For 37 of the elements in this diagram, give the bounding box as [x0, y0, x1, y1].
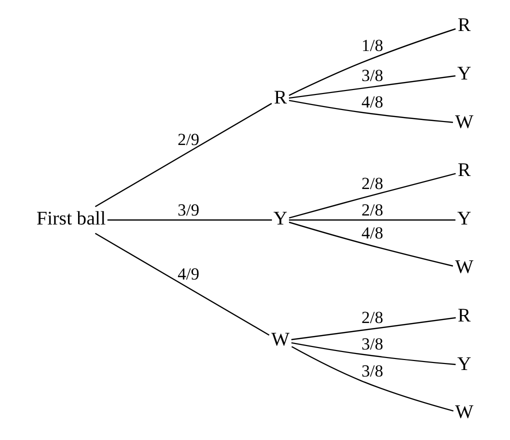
- edge-label: 1/8: [362, 36, 384, 55]
- edge-label: 4/8: [362, 223, 384, 242]
- node-text: R: [458, 305, 471, 326]
- edge-label: 4/9: [178, 264, 200, 284]
- connector: [288, 75, 456, 99]
- connector: [94, 102, 272, 208]
- connector: [291, 342, 456, 366]
- node-text: W: [455, 256, 474, 278]
- connector: [107, 219, 272, 221]
- edge-label: 3/9: [178, 200, 200, 220]
- node-text: R: [458, 15, 471, 36]
- node-text: First ball: [36, 208, 106, 230]
- connector: [288, 222, 454, 267]
- edge-label: 2/8: [362, 174, 384, 193]
- node-text: W: [455, 112, 474, 133]
- connector: [94, 232, 270, 336]
- edge-label: 4/8: [362, 92, 384, 112]
- node-text: W: [455, 402, 474, 424]
- connector: [291, 317, 456, 340]
- node-text: R: [274, 88, 287, 109]
- node-text: W: [271, 330, 290, 351]
- edge-label: 2/9: [178, 130, 200, 150]
- edge-label: 2/8: [362, 308, 384, 328]
- edge-label: 2/8: [362, 200, 384, 220]
- node-text: R: [458, 160, 471, 182]
- node-text: Y: [457, 354, 472, 375]
- connector: [288, 172, 456, 219]
- node-text: Y: [273, 208, 288, 230]
- connector: [288, 219, 456, 221]
- node-text: Y: [457, 208, 472, 230]
- edge-label: 3/8: [362, 334, 384, 354]
- connector: [288, 100, 453, 123]
- connector: [291, 346, 454, 412]
- connector: [288, 28, 456, 96]
- node-text: Y: [457, 63, 472, 84]
- edge-label: 3/8: [362, 66, 384, 86]
- edge-label: 3/8: [362, 361, 384, 380]
